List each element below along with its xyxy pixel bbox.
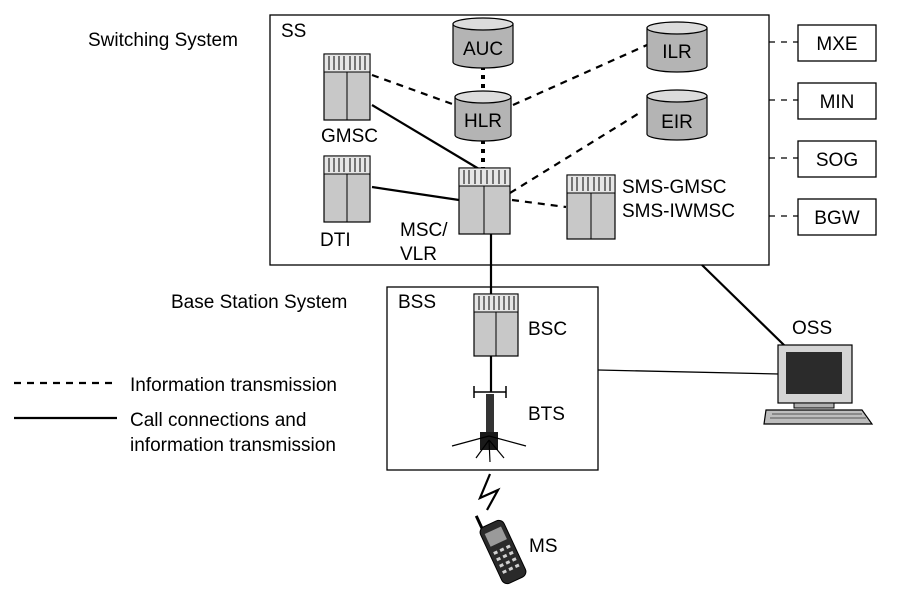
legend: Information transmission Call connection…: [14, 375, 337, 456]
side-box-bgw: BGW: [797, 198, 877, 236]
side-box-bgw-label: BGW: [814, 208, 859, 229]
radio-link: [477, 473, 501, 511]
eir-node: EIR: [646, 89, 708, 141]
auc-label: AUC: [463, 39, 503, 60]
oss-label: OSS: [792, 318, 832, 339]
sms-gmsc-label: SMS-GMSC: [622, 177, 727, 198]
side-box-min: MIN: [797, 82, 877, 120]
ss-label: SS: [281, 21, 306, 42]
ilr-node: ILR: [646, 21, 708, 73]
auc-node: AUC: [452, 17, 514, 69]
dti-cabinet: [323, 155, 371, 223]
eir-label: EIR: [661, 112, 693, 133]
connections: [371, 41, 798, 511]
hlr-node: HLR: [454, 90, 512, 142]
hlr-ilr-link: [512, 43, 648, 107]
dti-label: DTI: [320, 230, 351, 251]
bsc-cabinet: [473, 293, 519, 357]
legend-solid-label-line2: information transmission: [130, 435, 336, 456]
base-station-system-label: Base Station System: [171, 292, 347, 313]
gmsc-label: GMSC: [321, 126, 378, 147]
msc-label-line2: VLR: [400, 244, 437, 265]
msc-sms-link: [511, 198, 567, 209]
ms-label: MS: [529, 536, 558, 557]
dti-msc-link: [371, 185, 460, 202]
sms-cabinet: [566, 174, 616, 240]
msc-vlr-cabinet: [458, 167, 511, 235]
oss-computer-icon: [763, 344, 874, 425]
sms-iwmsc-label: SMS-IWMSC: [622, 201, 735, 222]
legend-solid-label-line1: Call connections and: [130, 410, 306, 431]
gmsc-hlr-link: [371, 73, 456, 107]
bss-oss-link: [597, 369, 780, 375]
side-box-mxe: MXE: [797, 24, 877, 62]
legend-dashed-label: Information transmission: [130, 375, 337, 396]
ss-oss-link: [701, 264, 787, 348]
side-box-mxe-label: MXE: [816, 34, 857, 55]
ilr-label: ILR: [662, 42, 692, 63]
hlr-label: HLR: [464, 111, 502, 132]
bss-label: BSS: [398, 292, 436, 313]
side-box-sog: SOG: [797, 140, 877, 178]
side-box-min-label: MIN: [820, 92, 855, 113]
bts-label: BTS: [528, 404, 565, 425]
gmsc-msc-link: [371, 104, 485, 173]
switching-system-label: Switching System: [88, 30, 238, 51]
bts-antenna-icon: [451, 386, 527, 463]
msc-label-line1: MSC/: [400, 220, 448, 241]
side-box-sog-label: SOG: [816, 150, 858, 171]
gmsc-cabinet: [323, 53, 371, 121]
mobile-phone-icon: [474, 515, 527, 585]
bsc-label: BSC: [528, 319, 567, 340]
